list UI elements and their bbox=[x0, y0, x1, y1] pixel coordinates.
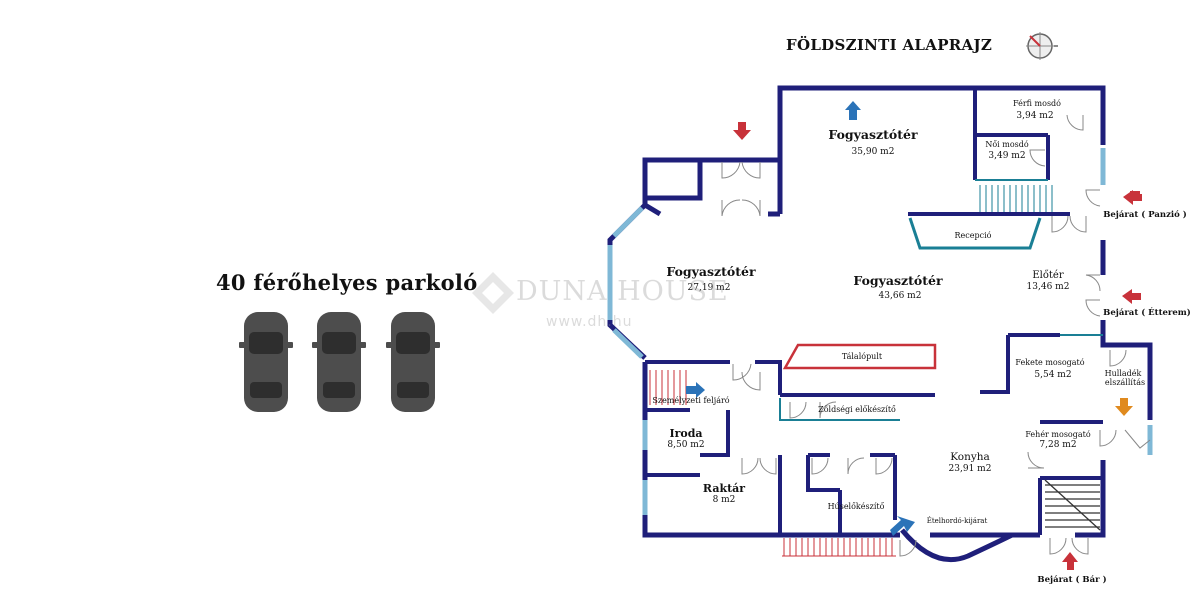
arrow-right-icon bbox=[686, 382, 705, 398]
room-area: 7,28 m2 bbox=[1039, 440, 1076, 450]
room-name: Ételhordó-kijárat bbox=[927, 516, 988, 525]
entrance-label: Bejárat ( Panzió ) bbox=[1103, 209, 1187, 220]
room-area: 3,49 m2 bbox=[988, 151, 1025, 161]
parking-cars bbox=[239, 312, 440, 412]
room-name: Húselőkészítő bbox=[828, 502, 885, 511]
room-area: 35,90 m2 bbox=[852, 147, 895, 157]
plan-title: FÖLDSZINTI ALAPRAJZ bbox=[786, 36, 993, 54]
arrow-up-icon bbox=[1062, 552, 1078, 570]
room-name: Férfi mosdó bbox=[1013, 99, 1061, 108]
room-name: Fogyasztótér bbox=[666, 264, 756, 279]
room-area: 8 m2 bbox=[713, 495, 736, 505]
parking-label: 40 férőhelyes parkoló bbox=[216, 270, 478, 295]
arrow-up-icon bbox=[845, 101, 861, 120]
stairs-bar bbox=[1044, 479, 1101, 531]
room-name: Fekete mosogató bbox=[1015, 358, 1084, 367]
reception-counter bbox=[908, 217, 1042, 250]
arrow-down-icon bbox=[733, 122, 751, 140]
stairs-wc bbox=[979, 185, 1053, 212]
room-area: 43,66 m2 bbox=[879, 291, 922, 301]
room-name: Zöldségi előkészítő bbox=[818, 405, 896, 414]
room-area: 13,46 m2 bbox=[1027, 282, 1070, 292]
room-name: Fogyasztótér bbox=[853, 273, 943, 288]
serving-counter bbox=[782, 343, 937, 370]
counter-label: Tálalópult bbox=[842, 352, 883, 361]
arrow-left-icon bbox=[1123, 190, 1142, 205]
room-area: 27,19 m2 bbox=[688, 283, 731, 293]
compass-icon bbox=[1026, 32, 1058, 60]
entrance-label: Bejárat ( Étterem) bbox=[1103, 306, 1191, 318]
room-area: 3,94 m2 bbox=[1016, 111, 1053, 121]
room-name: Raktár bbox=[703, 482, 745, 495]
room-name: Előtér bbox=[1032, 270, 1063, 281]
bay-wall bbox=[900, 528, 1014, 563]
room-name: Konyha bbox=[950, 451, 990, 463]
room-area: 5,54 m2 bbox=[1034, 370, 1071, 380]
room-name: Recepció bbox=[955, 231, 992, 240]
car-icon bbox=[312, 312, 366, 412]
watermark: DUNA HOUSE www.dh.hu bbox=[470, 270, 730, 340]
room-name: Fogyasztótér bbox=[828, 127, 918, 142]
room-name: Női mosdó bbox=[985, 140, 1029, 149]
car-icon bbox=[386, 312, 440, 412]
arrow-down-left-icon bbox=[890, 516, 915, 536]
room-name: Iroda bbox=[669, 427, 702, 440]
doors bbox=[721, 114, 1151, 557]
room-name: elszállítás bbox=[1105, 378, 1145, 387]
entry-arrows bbox=[733, 122, 1141, 570]
car-icon bbox=[239, 312, 293, 412]
room-area: 8,50 m2 bbox=[667, 440, 704, 450]
logo-icon bbox=[472, 272, 514, 314]
room-name: Fehér mosogató bbox=[1025, 430, 1091, 439]
watermark-brand: DUNA HOUSE bbox=[516, 276, 729, 307]
stairs-bottom bbox=[782, 538, 896, 557]
partitions bbox=[779, 179, 1103, 421]
inner-walls bbox=[645, 88, 1103, 535]
entrance-label: Bejárat ( Bár ) bbox=[1037, 574, 1106, 585]
watermark-url: www.dh.hu bbox=[546, 314, 633, 330]
room-name: Hulladék bbox=[1105, 369, 1142, 378]
stairs-staff bbox=[649, 370, 687, 405]
arrow-left-icon bbox=[1122, 289, 1141, 304]
windows bbox=[607, 148, 1153, 515]
room-area: 23,91 m2 bbox=[949, 464, 992, 474]
arrow-down-icon bbox=[1115, 398, 1133, 416]
room-name: Személyzeti feljáró bbox=[652, 396, 729, 405]
